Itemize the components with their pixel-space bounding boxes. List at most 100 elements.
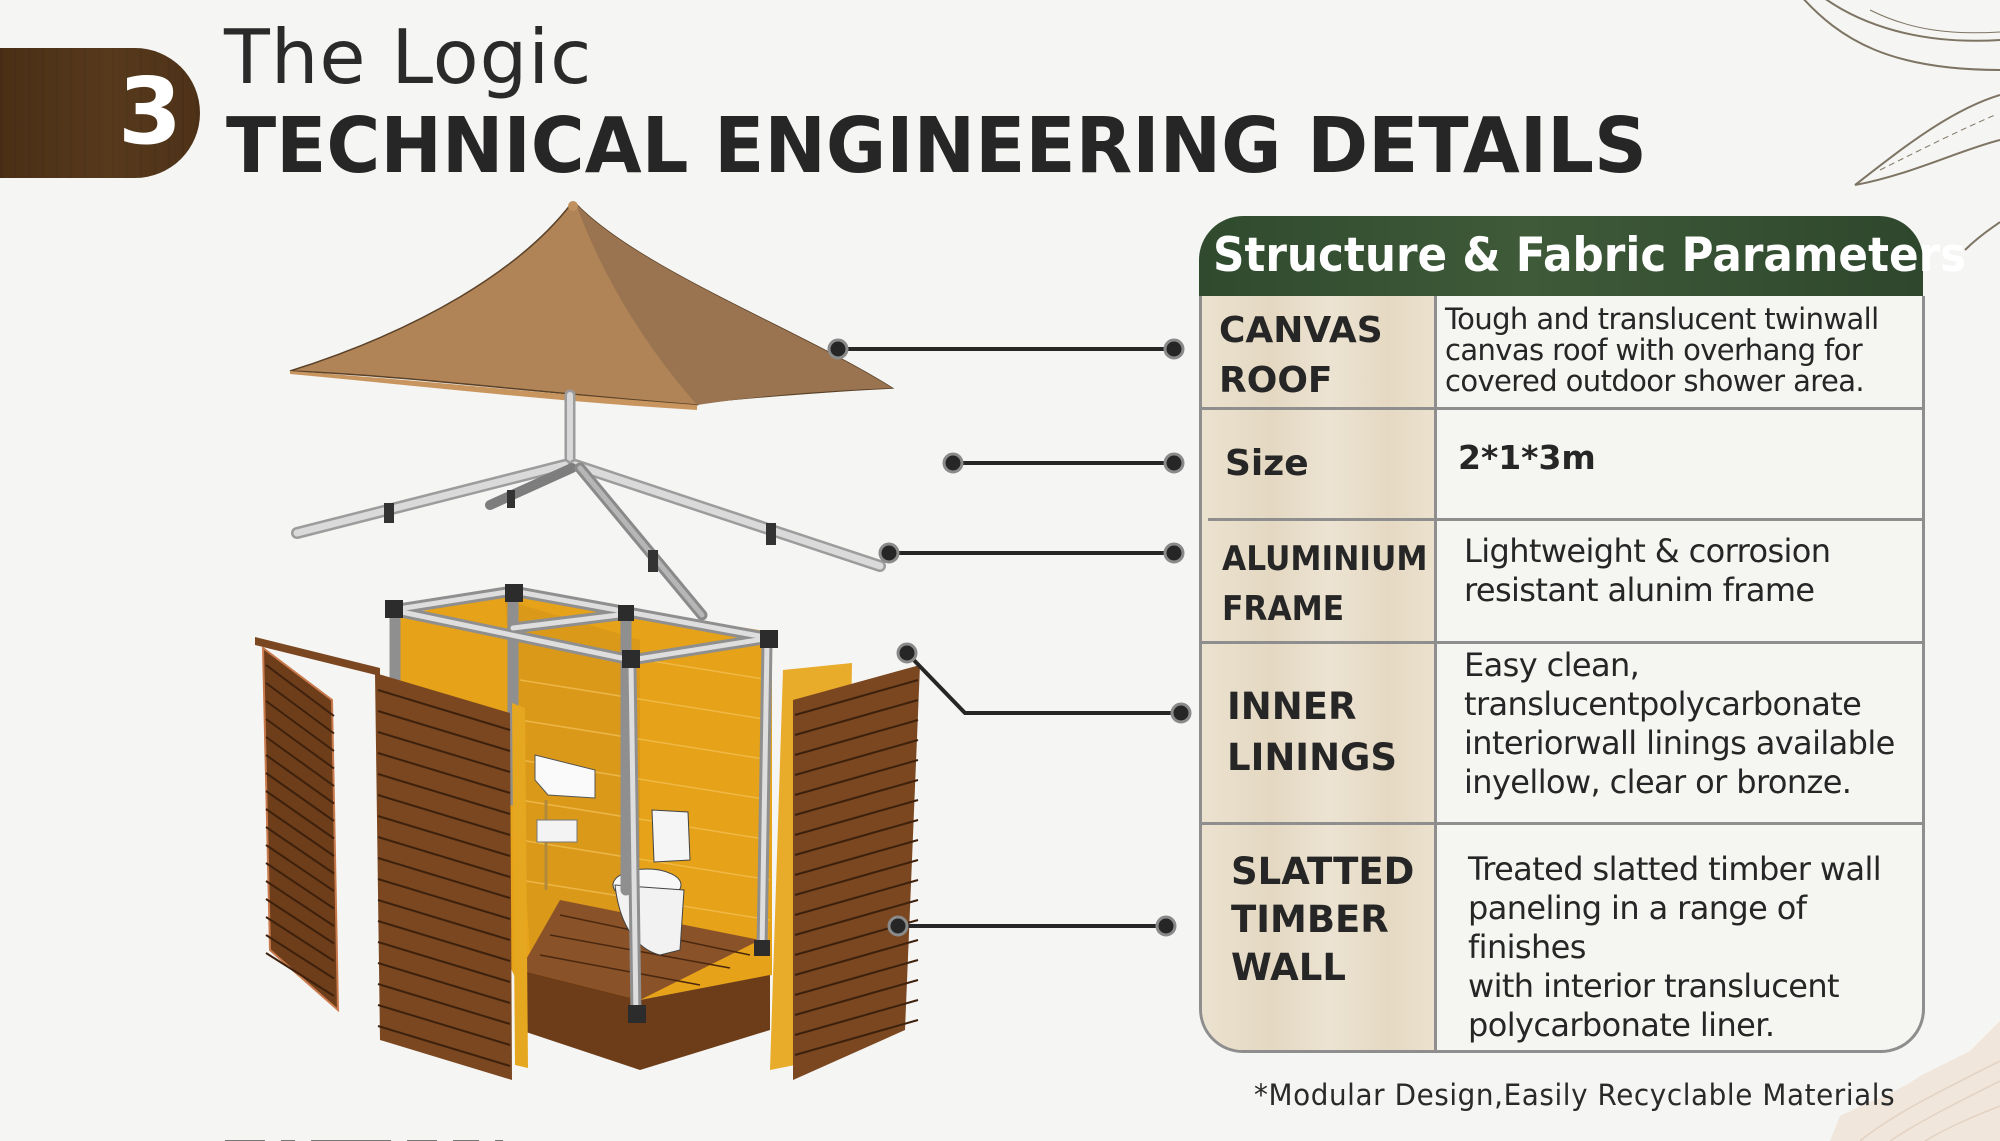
row-divider xyxy=(1202,822,1922,825)
slat-groove xyxy=(377,857,511,899)
parameters-table: CANVAS ROOF Tough and translucent twinwa… xyxy=(1199,296,1925,1053)
slat-groove xyxy=(377,752,511,794)
label-line: ALUMINIUM xyxy=(1222,539,1428,579)
slat-groove xyxy=(265,826,335,875)
value-line: Tough and translucent twinwall xyxy=(1445,302,1879,336)
slat-groove xyxy=(794,979,919,1016)
slat-groove xyxy=(794,859,919,896)
slat-groove xyxy=(377,1025,511,1067)
aluminium-frame-legs xyxy=(291,389,886,621)
page-title: TECHNICAL ENGINEERING DETAILS xyxy=(226,102,1647,191)
section-subtitle: The Logic xyxy=(224,13,593,101)
callout-dot xyxy=(942,452,964,474)
callout-dot xyxy=(1163,452,1185,474)
wood-grain-decoration-icon xyxy=(1830,1021,2000,1141)
label-line: WALL xyxy=(1231,946,1346,989)
footnote: *Modular Design,Easily Recyclable Materi… xyxy=(1254,1078,1896,1112)
parameters-panel-header: Structure & Fabric Parameters xyxy=(1199,216,1967,296)
param-value-size: 2*1*3m xyxy=(1458,436,1596,480)
slat-groove xyxy=(794,1019,919,1056)
slat-groove xyxy=(794,839,919,876)
slat-groove xyxy=(794,999,919,1036)
section-number-badge: 3 xyxy=(0,48,200,178)
slat-groove xyxy=(794,779,919,816)
exploded-cabin-illustration xyxy=(255,201,920,1080)
callout-dot xyxy=(1163,542,1185,564)
param-value-aluminium-frame: Lightweight & corrosion resistant alunim… xyxy=(1464,532,1831,610)
slat-groove xyxy=(377,1004,511,1046)
slat-groove xyxy=(794,819,919,856)
slat-groove xyxy=(377,815,511,857)
slat-groove xyxy=(265,844,335,892)
slat-groove xyxy=(265,700,335,752)
value-line: Easy clean, xyxy=(1464,646,1640,684)
slat-groove xyxy=(377,794,511,836)
parameters-panel-title: Structure & Fabric Parameters xyxy=(1213,228,1967,283)
row-divider xyxy=(1208,518,1922,521)
slat-groove xyxy=(794,879,919,916)
slat-groove xyxy=(794,799,919,836)
slat-groove xyxy=(265,934,335,980)
slatted-timber-wall-left xyxy=(255,637,528,1080)
param-value-inner-linings: Easy clean, translucentpolycarbonate int… xyxy=(1464,646,1895,802)
slat-groove xyxy=(377,983,511,1025)
value-line: polycarbonate liner. xyxy=(1468,1006,1775,1044)
value-line: paneling in a range of finishes xyxy=(1468,889,1807,966)
slat-groove xyxy=(377,689,511,731)
callout-dot xyxy=(1155,915,1177,937)
slat-groove xyxy=(377,920,511,962)
param-value-slatted-timber-wall: Treated slatted timber wall paneling in … xyxy=(1468,850,1922,1045)
slat-groove xyxy=(265,754,335,805)
sink xyxy=(534,754,596,890)
slat-groove xyxy=(265,772,335,822)
row-divider xyxy=(1202,407,1922,410)
parameters-panel: Structure & Fabric Parameters CANVAS ROO… xyxy=(1199,216,1967,1054)
slat-groove xyxy=(377,941,511,983)
value-line: Treated slatted timber wall xyxy=(1468,850,1882,888)
slat-groove xyxy=(377,710,511,752)
param-label-size: Size xyxy=(1225,441,1309,487)
slat-groove xyxy=(377,899,511,941)
slat-groove xyxy=(265,808,335,857)
slat-groove xyxy=(794,719,919,756)
slat-groove xyxy=(794,959,919,996)
label-line: FRAME xyxy=(1222,589,1345,629)
value-line: 2*1*3m xyxy=(1458,438,1596,477)
slat-groove xyxy=(377,878,511,920)
slat-groove xyxy=(377,962,511,1004)
row-divider xyxy=(1202,641,1922,644)
callout-dot xyxy=(1163,338,1185,360)
label-line: TIMBER xyxy=(1231,898,1389,941)
label-line: Size xyxy=(1225,443,1309,484)
value-line: covered outdoor shower area. xyxy=(1445,364,1865,398)
label-line: ROOF xyxy=(1219,360,1333,401)
label-line: CANVAS xyxy=(1219,310,1383,351)
value-line: interiorwall linings available xyxy=(1464,724,1895,762)
value-line: with interior translucent xyxy=(1468,967,1840,1005)
slat-groove xyxy=(265,682,335,735)
slat-groove xyxy=(265,880,335,927)
slat-groove xyxy=(794,899,919,936)
slat-groove xyxy=(265,718,335,770)
slat-groove xyxy=(794,939,919,976)
param-label-canvas-roof: CANVAS ROOF xyxy=(1219,306,1383,406)
slat-groove xyxy=(265,736,335,787)
slat-groove xyxy=(265,916,335,962)
slat-groove xyxy=(794,739,919,776)
value-line: Lightweight & corrosion xyxy=(1464,532,1831,570)
slat-groove xyxy=(794,699,919,736)
param-label-aluminium-frame: ALUMINIUM FRAME xyxy=(1222,534,1428,634)
callout-dot xyxy=(1170,702,1192,724)
leaf-decoration-icon xyxy=(1803,0,2000,251)
clipped-next-heading xyxy=(225,1134,625,1141)
slat-groove xyxy=(265,952,335,997)
slat-groove xyxy=(794,679,919,716)
canvas-roof xyxy=(289,201,895,410)
slat-groove xyxy=(377,731,511,773)
value-line: translucentpolycarbonate xyxy=(1464,685,1862,723)
label-line: LININGS xyxy=(1227,736,1398,779)
label-line: INNER xyxy=(1227,685,1357,728)
slat-groove xyxy=(265,790,335,840)
slat-groove xyxy=(265,862,335,910)
section-number: 3 xyxy=(118,58,183,165)
